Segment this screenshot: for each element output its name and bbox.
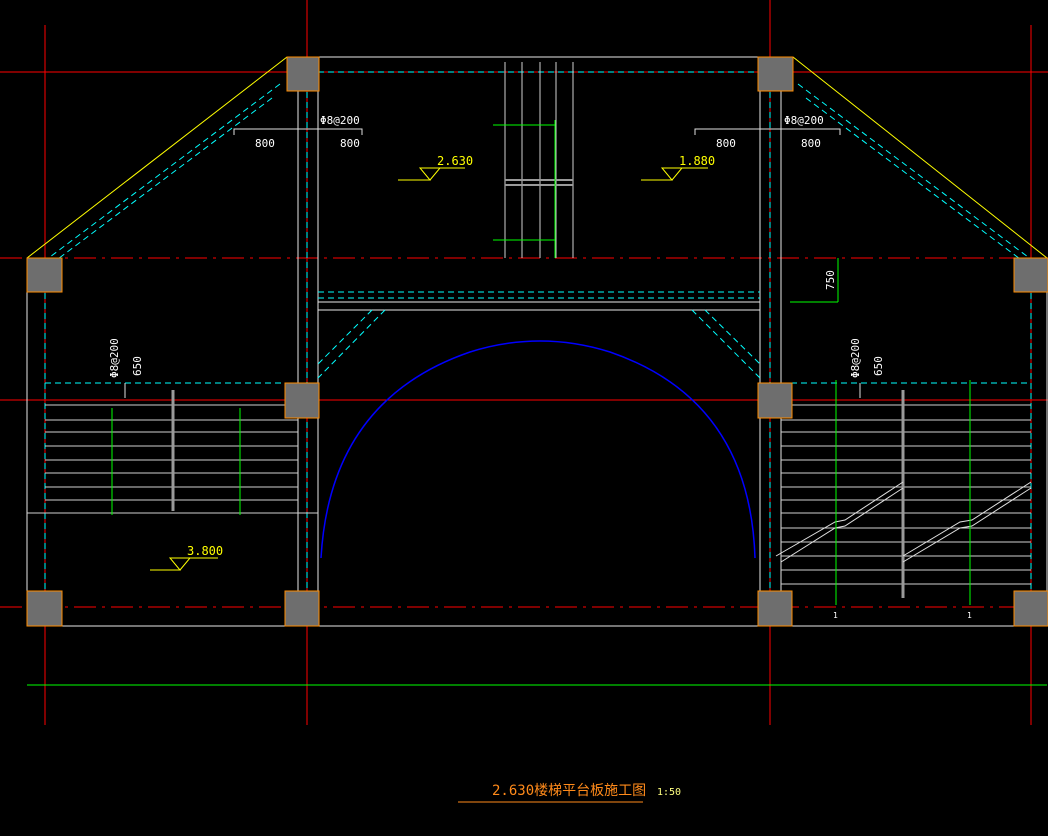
dimension-650-left: 650 bbox=[131, 356, 144, 376]
brace-left-2 bbox=[317, 309, 373, 365]
brace-right-2 bbox=[704, 309, 761, 365]
section-marker-1: 1 bbox=[833, 611, 838, 620]
column bbox=[26, 590, 63, 627]
level-mark-2630 bbox=[398, 167, 442, 181]
dim-line-left bbox=[233, 128, 363, 135]
beam-slope-left-1 bbox=[37, 83, 281, 267]
section-marker-2: 1 bbox=[967, 611, 972, 620]
column bbox=[757, 382, 793, 419]
dimension-span-a-left: 800 bbox=[255, 137, 275, 150]
dimension-span-a-right: 800 bbox=[716, 137, 736, 150]
stair-treads-right bbox=[775, 382, 1032, 598]
column bbox=[757, 56, 794, 92]
dimension-span-b-right: 800 bbox=[801, 137, 821, 150]
dimension-lines bbox=[124, 128, 861, 571]
column bbox=[757, 590, 793, 627]
column bbox=[286, 56, 320, 92]
wall-outlines bbox=[26, 56, 1048, 627]
roof-slope-left bbox=[26, 56, 288, 259]
roof-slope bbox=[26, 56, 1048, 259]
dimension-750: 750 bbox=[824, 270, 837, 290]
brace-left-1 bbox=[317, 309, 386, 379]
stair-flight-line-2 bbox=[780, 487, 904, 563]
rebar-label-right: Φ8@200 bbox=[784, 114, 824, 127]
dimension-650-right: 650 bbox=[872, 356, 885, 376]
stair-flight-line-4 bbox=[902, 487, 1032, 563]
brace-right-1 bbox=[691, 309, 761, 379]
arch-opening bbox=[320, 340, 756, 559]
level-mark-3800 bbox=[150, 557, 192, 571]
elevation-label-2630: 2.630 bbox=[437, 154, 473, 168]
rebar-label-vertical-right: Φ8@200 bbox=[849, 338, 862, 378]
dim-line-right bbox=[694, 128, 841, 135]
level-mark-1880 bbox=[641, 167, 684, 181]
columns bbox=[26, 56, 1048, 627]
beam-slope-left-2 bbox=[37, 97, 273, 275]
rebar-lines bbox=[27, 120, 1047, 686]
beam-slope-right-1 bbox=[797, 83, 1041, 267]
column bbox=[26, 257, 63, 293]
elevation-label-3800: 3.800 bbox=[187, 544, 223, 558]
column bbox=[284, 382, 320, 419]
stair-treads-left bbox=[27, 382, 318, 514]
stair-central-top bbox=[504, 62, 574, 258]
elevation-label-1880: 1.880 bbox=[679, 154, 715, 168]
drawing-title: 2.630楼梯平台板施工图 bbox=[492, 783, 646, 799]
rebar-label-vertical-left: Φ8@200 bbox=[108, 338, 121, 378]
stair-flight-line-3 bbox=[902, 481, 1032, 557]
column bbox=[1013, 257, 1048, 293]
beam-dashed-lines bbox=[37, 71, 1041, 600]
dimension-span-b-left: 800 bbox=[340, 137, 360, 150]
roof-slope-right bbox=[792, 56, 1048, 259]
beam-slope-right-2 bbox=[805, 97, 1041, 275]
column bbox=[284, 590, 320, 627]
stair-flight-line-1 bbox=[775, 481, 904, 557]
drawing-scale: 1:50 bbox=[657, 787, 681, 798]
rebar-label-left: Φ8@200 bbox=[320, 114, 360, 127]
column bbox=[1013, 590, 1048, 627]
